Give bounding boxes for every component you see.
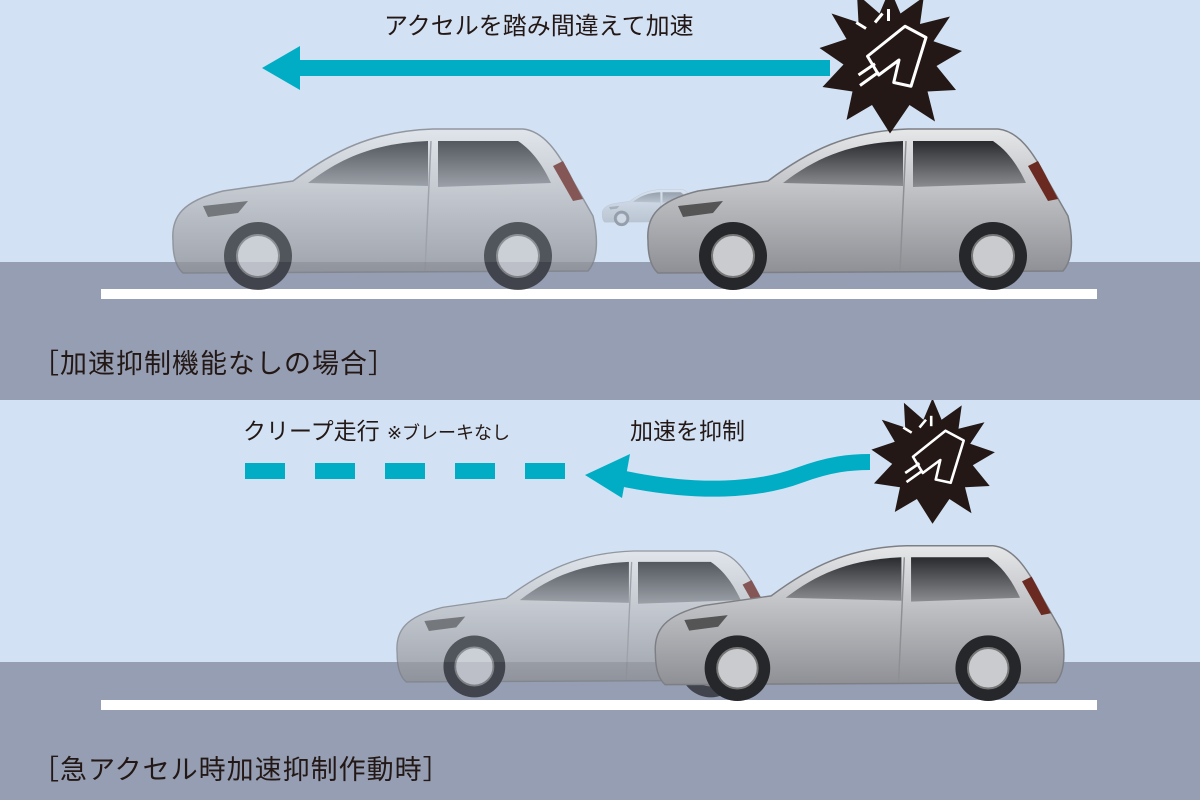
caption: ［急アクセル時加速抑制作動時］ xyxy=(32,755,451,786)
foot-pressing-pedal-icon xyxy=(817,0,964,135)
bottom-illustration xyxy=(245,400,1065,702)
caption: ［加速抑制機能なしの場合］ xyxy=(32,349,396,380)
acceleration-arrow xyxy=(262,46,830,90)
arrow-label: アクセルを踏み間違えて加速 xyxy=(384,12,694,40)
suppressed-acceleration-arrow xyxy=(585,454,871,498)
creep-label: クリープ走行 ※ブレーキなし xyxy=(243,412,510,446)
road-line xyxy=(101,700,1097,710)
top-panel-no-suppression: アクセルを踏み間違えて加速 ［加速抑制機能なしの場合］ xyxy=(0,0,1200,400)
car xyxy=(646,127,1073,292)
creep-note: ※ブレーキなし xyxy=(386,423,511,444)
top-illustration xyxy=(171,0,1073,292)
bottom-panel-suppression-active: クリープ走行 ※ブレーキなし 加速を抑制 ［急アクセル時加速抑制作動時］ xyxy=(0,400,1200,800)
foot-pressing-pedal-icon xyxy=(869,400,997,525)
suppress-label: 加速を抑制 xyxy=(630,419,745,445)
road-line xyxy=(101,289,1097,299)
creep-dashed-line xyxy=(245,463,565,479)
ghost-car-accelerated xyxy=(171,127,598,292)
creep-text: クリープ走行 xyxy=(243,419,380,445)
